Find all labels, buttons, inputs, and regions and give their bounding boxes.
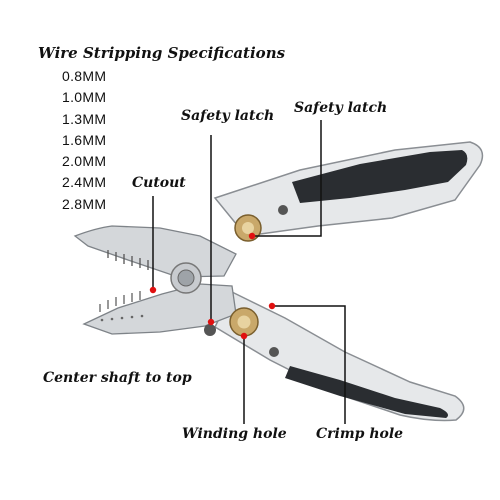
spec-item: 0.8MM bbox=[62, 68, 107, 84]
center-shaft-label: Center shaft to top bbox=[43, 370, 192, 386]
lower-handle bbox=[214, 290, 465, 422]
safety-latch-label-left: Safety latch bbox=[181, 108, 275, 124]
spec-item: 2.4MM bbox=[62, 174, 107, 191]
gauge-dots bbox=[100, 314, 144, 322]
safety-latch-label-right: Safety latch bbox=[294, 100, 388, 116]
crimp-hole-label: Crimp hole bbox=[316, 426, 404, 442]
cutout-label: Cutout bbox=[132, 175, 186, 191]
spec-item: 2.0MM bbox=[62, 153, 107, 170]
upper-grip bbox=[292, 150, 468, 203]
spec-item: 1.0MM bbox=[62, 89, 107, 106]
spec-list: 0.8MM 1.0MM 1.3MM 1.6MM 2.0MM 2.4MM 2.8M… bbox=[62, 66, 106, 215]
callout-markers bbox=[149, 232, 276, 340]
lower-screw bbox=[269, 347, 279, 357]
spec-item: 2.8MM bbox=[62, 195, 107, 212]
callout-lines bbox=[152, 120, 346, 424]
upper-jaw-teeth bbox=[107, 250, 149, 270]
upper-screw bbox=[278, 205, 288, 215]
winding-hole-label: Winding hole bbox=[182, 426, 287, 442]
lower-grip bbox=[285, 366, 448, 418]
spec-item: 1.6MM bbox=[62, 131, 107, 148]
lower-jaw-teeth bbox=[99, 291, 141, 312]
upper-jaw bbox=[73, 225, 237, 278]
lower-jaw bbox=[82, 283, 237, 335]
spec-item: 1.3MM bbox=[62, 110, 107, 127]
latch-screw bbox=[204, 324, 216, 336]
specs-title: Wire Stripping Specifications bbox=[38, 44, 286, 62]
